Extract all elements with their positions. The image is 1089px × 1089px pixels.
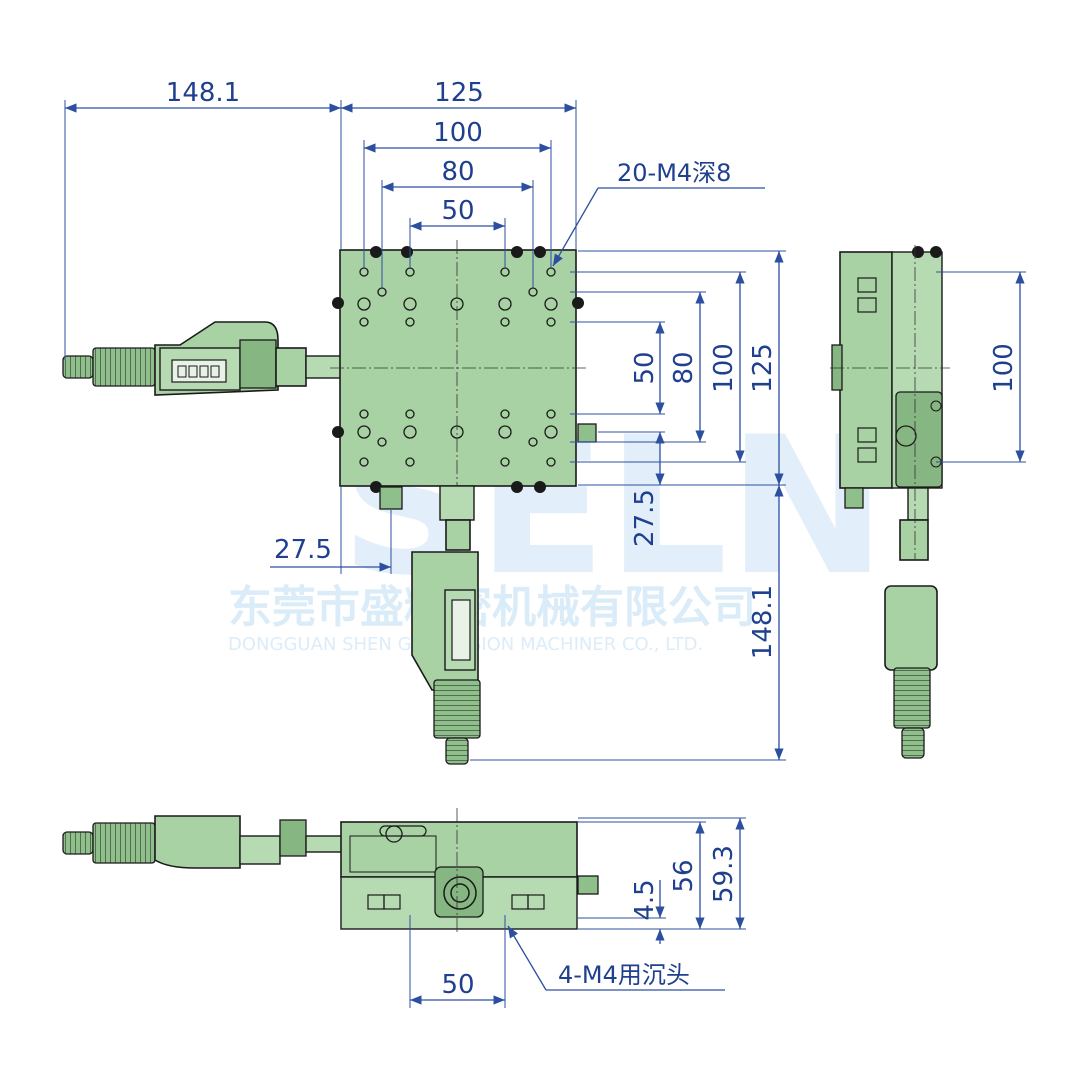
front-dim-50: 50 [441, 970, 474, 1000]
dim-125-width: 125 [434, 78, 484, 108]
front-view: 56 59.3 4.5 50 4-M4用沉头 [62, 808, 746, 1008]
dim-50-width: 50 [441, 196, 474, 226]
front-dim-59-3: 59.3 [709, 845, 739, 903]
dim-80-height: 80 [669, 351, 699, 384]
top-view: 148.1 125 100 80 50 20-M4深8 [62, 78, 786, 765]
dim-27-5-vertical: 27.5 [630, 489, 660, 547]
bottom-micrometer [411, 485, 481, 765]
holes-note-4-m4: 4-M4用沉头 [558, 961, 690, 989]
side-dim-100: 100 [989, 343, 1019, 393]
watermark-company-cn: 东莞市盛精密机械有限公司 [228, 582, 756, 633]
side-view: 100 [830, 245, 1026, 759]
dim-27-5-horizontal: 27.5 [274, 535, 332, 565]
dim-100-height: 100 [709, 343, 739, 393]
dim-100-width: 100 [433, 118, 483, 148]
top-view-dimensions: 148.1 125 100 80 50 20-M4深8 [64, 78, 786, 761]
holes-note-20-m4: 20-M4深8 [617, 159, 731, 187]
front-dim-4-5: 4.5 [630, 879, 660, 920]
front-dim-56: 56 [669, 859, 699, 892]
stage-plate [330, 240, 597, 510]
dim-50-height: 50 [630, 351, 660, 384]
mounting-holes [357, 267, 558, 467]
dim-148-1-vertical: 148.1 [748, 585, 778, 659]
front-view-dimensions: 56 59.3 4.5 50 4-M4用沉头 [409, 817, 746, 1008]
dim-125-height: 125 [748, 343, 778, 393]
dim-148-1-horizontal: 148.1 [166, 78, 240, 108]
dim-80-width: 80 [441, 157, 474, 187]
left-micrometer [62, 321, 343, 396]
